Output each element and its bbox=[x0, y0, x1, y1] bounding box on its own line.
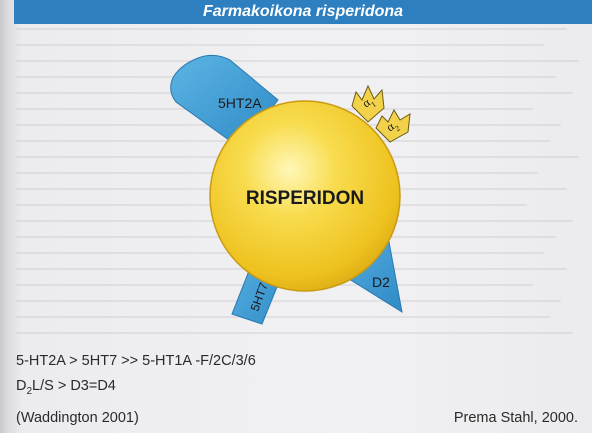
affinity-d-subscript: 2 bbox=[26, 385, 33, 397]
alpha2-sub: 2 bbox=[393, 124, 401, 134]
figure-title: Farmakoikona risperidona bbox=[14, 0, 592, 24]
affinity-line-dopamine: D2L/S > D3=D4 bbox=[16, 378, 116, 397]
affinity-line-serotonin: 5-HT2A > 5HT7 >> 5-HT1A -F/2C/3/6 bbox=[16, 353, 256, 369]
affinity-d-letter: D bbox=[16, 378, 27, 394]
receptor-alpha2: α2 bbox=[375, 108, 411, 143]
risperidone-label: RISPERIDON bbox=[246, 188, 364, 209]
image-credit: Prema Stahl, 2000. bbox=[453, 410, 578, 426]
affinity-dopamine-rest: L/S > D3=D4 bbox=[32, 378, 116, 394]
alpha1-sub: 1 bbox=[369, 100, 377, 110]
risperidone-molecule: RISPERIDON bbox=[209, 100, 401, 292]
receptor-d2-label: D2 bbox=[372, 274, 390, 290]
receptor-5ht2a-label: 5HT2A bbox=[218, 95, 262, 111]
citation: (Waddington 2001) bbox=[16, 410, 139, 426]
receptor-alpha1: α1 bbox=[351, 84, 385, 123]
